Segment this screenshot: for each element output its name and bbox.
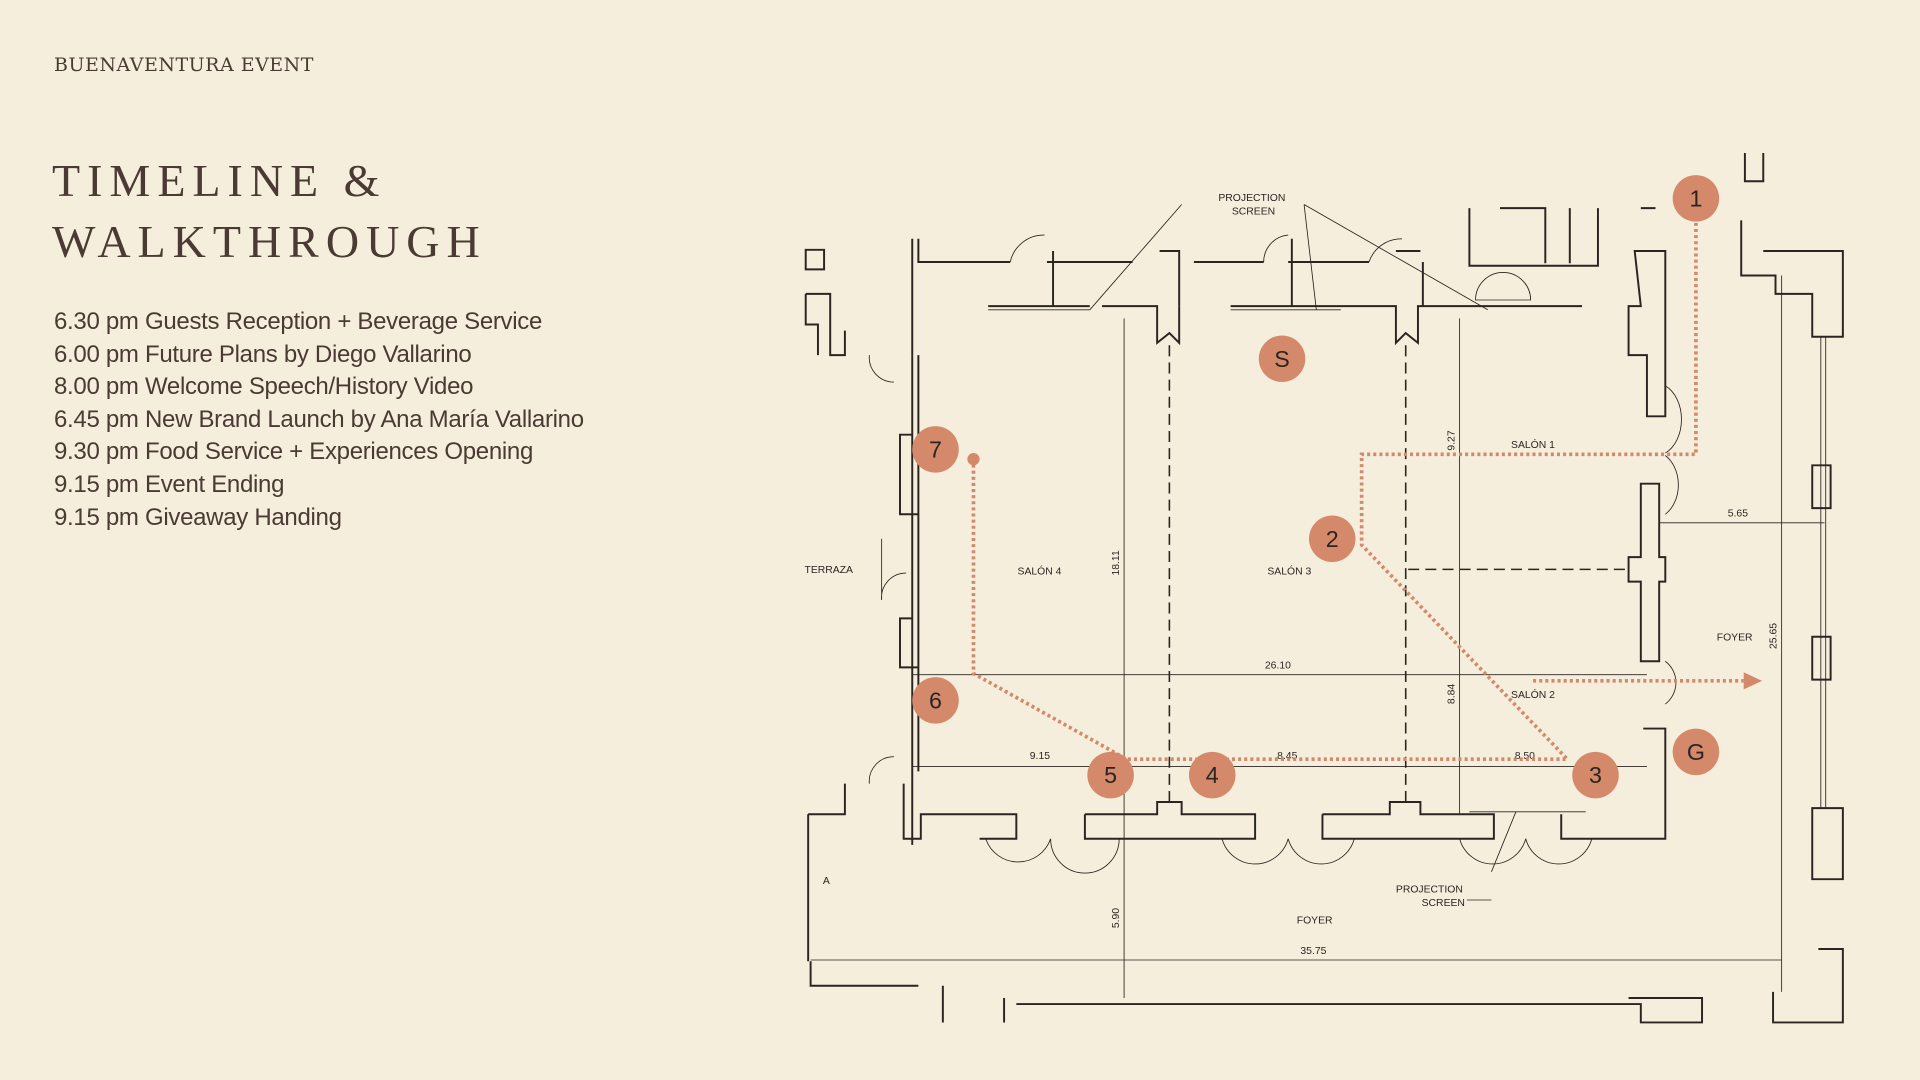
doors: [868, 234, 1682, 874]
dim-35-75: 35.75: [1300, 946, 1326, 957]
room-salon-1: SALÓN 1: [1511, 438, 1555, 451]
dim-8-50: 8.50: [1515, 751, 1535, 762]
projection-screen-top: PROJECTION: [1218, 193, 1285, 204]
walkthrough-route: [967, 222, 1763, 762]
timeline-item: 9.30 pm Food Service + Experiences Openi…: [54, 438, 534, 466]
markers: 1 S 2 3 4 5 6 7 G: [912, 175, 1720, 799]
svg-text:2: 2: [1326, 526, 1339, 552]
page-title: TIMELINE & WALKTHROUGH: [52, 150, 487, 272]
timeline-item: 9.15 pm Giveaway Handing: [54, 503, 342, 531]
timeline-list: 6.30 pm Guests Reception + Beverage Serv…: [54, 306, 584, 534]
svg-text:G: G: [1687, 739, 1705, 765]
room-salon-4: SALÓN 4: [1018, 564, 1062, 577]
projection-screen-bottom-2: SCREEN: [1422, 898, 1465, 909]
dim-5-65: 5.65: [1728, 509, 1748, 520]
projection-screen-bottom: PROJECTION: [1396, 885, 1463, 896]
marker-4: 4: [1188, 751, 1236, 799]
dim-25-65: 25.65: [1769, 623, 1780, 649]
marker-3: 3: [1572, 751, 1619, 799]
route-start-dot: [967, 453, 980, 466]
marker-5: 5: [1087, 751, 1134, 799]
walls: [804, 153, 1844, 1024]
room-salon-2: SALÓN 2: [1511, 688, 1555, 701]
projection-screen-top-2: SCREEN: [1232, 206, 1275, 217]
title-line-2: WALKTHROUGH: [52, 216, 487, 267]
timeline-item: 6.45 pm New Brand Launch by Ana María Va…: [54, 405, 584, 433]
svg-text:5: 5: [1104, 762, 1117, 788]
room-labels: TERRAZA SALÓN 4 SALÓN 3 SALÓN 1 SALÓN 2 …: [804, 193, 1753, 926]
dim-18-11: 18.11: [1111, 550, 1122, 575]
svg-text:7: 7: [929, 436, 942, 462]
marker-7: 7: [912, 426, 959, 473]
event-name: BUENAVENTURA EVENT: [54, 54, 314, 76]
room-foyer-right: FOYER: [1717, 632, 1753, 643]
dimension-labels: 18.11 9.27 8.84 5.90 25.65 26.10 9.15 8.…: [1030, 430, 1780, 957]
dim-8-84: 8.84: [1447, 684, 1458, 704]
svg-text:S: S: [1274, 346, 1290, 372]
marker-s: S: [1258, 335, 1306, 383]
marker-g: G: [1672, 728, 1720, 776]
timeline-item: 8.00 pm Welcome Speech/History Video: [54, 373, 474, 401]
dim-26-10: 26.10: [1265, 661, 1291, 672]
timeline-item: 9.15 pm Event Ending: [54, 470, 285, 498]
room-a: A: [823, 876, 830, 887]
room-salon-3: SALÓN 3: [1267, 564, 1311, 577]
room-terraza: TERRAZA: [804, 565, 853, 576]
room-foyer-bottom: FOYER: [1297, 915, 1333, 926]
title-line-1: TIMELINE &: [52, 155, 387, 206]
dividers-and-dimensions: [810, 204, 1825, 998]
route-arrow-icon: [1743, 672, 1763, 690]
marker-1: 1: [1672, 175, 1720, 222]
timeline-item: 6.30 pm Guests Reception + Beverage Serv…: [54, 308, 543, 335]
dim-8-45: 8.45: [1277, 751, 1297, 762]
marker-2: 2: [1308, 515, 1356, 563]
marker-6: 6: [912, 677, 959, 724]
dim-5-90: 5.90: [1111, 908, 1122, 928]
svg-text:6: 6: [929, 687, 942, 713]
dim-9-15: 9.15: [1030, 751, 1050, 762]
svg-text:4: 4: [1206, 762, 1219, 788]
svg-text:3: 3: [1589, 762, 1602, 788]
timeline-item: 6.00 pm Future Plans by Diego Vallarino: [54, 340, 472, 368]
svg-text:1: 1: [1689, 185, 1702, 211]
dim-9-27: 9.27: [1447, 430, 1458, 450]
